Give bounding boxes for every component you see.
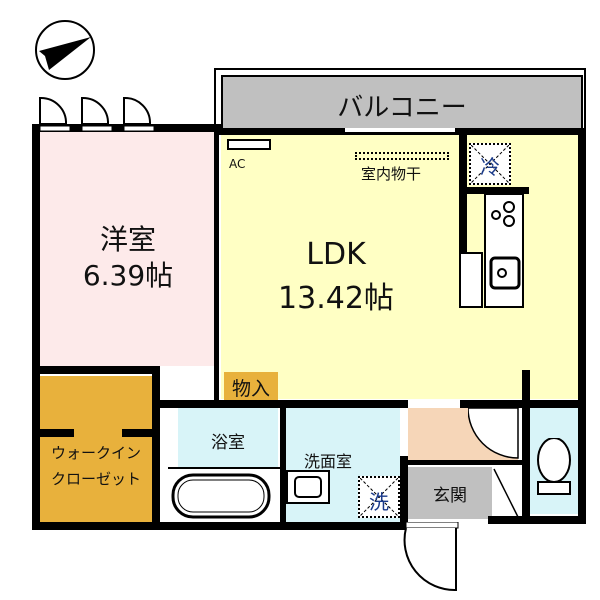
- wall-closet-mid-left: [32, 429, 74, 437]
- kitchen-cabinet: [484, 193, 524, 308]
- washroom[interactable]: 洗面室 洗: [286, 408, 400, 522]
- toilet[interactable]: [530, 408, 578, 514]
- storage[interactable]: 物入: [224, 372, 278, 400]
- entrance-door[interactable]: [403, 522, 465, 594]
- wall-western-bottom: [32, 366, 160, 374]
- ac-label: AC: [229, 157, 246, 171]
- western-room-windows: [39, 96, 155, 132]
- fridge-space: 冷: [469, 143, 511, 185]
- kitchen-partition: [459, 187, 529, 194]
- ldk-room[interactable]: LDK 13.42帖 AC 室内物干: [221, 133, 583, 399]
- wall-right: [578, 128, 586, 524]
- balcony-label: バルコニー: [337, 93, 467, 123]
- washer-label: 洗: [369, 490, 389, 514]
- bathtub-icon: [171, 473, 271, 519]
- kitchen-counter: [459, 252, 483, 308]
- ac-unit: [227, 139, 271, 150]
- indoor-drying-label: 室内物干: [361, 165, 422, 183]
- fridge-cross-icon: [471, 145, 509, 183]
- closet-label-line1: ウォークイン: [50, 444, 141, 462]
- washer-cross-icon: [360, 478, 398, 516]
- closet-label-line2: クローゼット: [50, 470, 141, 488]
- wall-wash-entry: [400, 456, 408, 526]
- shoe-cabinet-icon: [493, 468, 519, 518]
- wall-bottom: [32, 522, 408, 530]
- washer-space: 洗: [358, 476, 400, 518]
- genkan-label: 玄関: [433, 486, 467, 506]
- ldk-name: LDK: [306, 237, 366, 272]
- bathroom-label: 浴室: [211, 433, 245, 453]
- indoor-drying-rack: [355, 152, 449, 160]
- sink-icon: [489, 256, 521, 290]
- wall-western-ldk: [214, 132, 219, 400]
- wall-left: [32, 124, 40, 530]
- balcony: バルコニー: [221, 75, 583, 132]
- kitchen-side-wall: [459, 130, 467, 255]
- washbasin: [286, 470, 330, 504]
- entry-hall[interactable]: [408, 408, 519, 462]
- bathroom[interactable]: 浴室: [178, 408, 278, 468]
- wall-toilet-left: [522, 370, 530, 524]
- ldk-size: 13.42帖: [278, 281, 394, 316]
- western-room-size: 6.39帖: [82, 259, 174, 292]
- toilet-icon: [537, 438, 571, 495]
- north-arrow-icon: [35, 20, 95, 80]
- storage-label: 物入: [231, 378, 270, 400]
- bathtub-area: [168, 467, 280, 523]
- genkan[interactable]: 玄関: [408, 467, 492, 519]
- wall-closet-right: [152, 366, 160, 526]
- wall-closet-mid-right: [122, 429, 156, 437]
- door-swing-icon: [468, 408, 519, 459]
- ldk-balcony-window: [345, 128, 455, 132]
- wall-entry-genkan: [408, 460, 522, 465]
- wall-bottom-right: [488, 516, 586, 524]
- western-room[interactable]: 洋室 6.39帖: [40, 130, 216, 366]
- western-room-name: 洋室: [99, 223, 156, 256]
- walk-in-closet[interactable]: ウォークイン クローゼット: [40, 376, 152, 522]
- shoe-cabinet: [492, 467, 520, 519]
- closet-hallway-gap: [162, 372, 218, 400]
- compass: [35, 20, 97, 82]
- washbasin-bowl: [294, 476, 322, 498]
- wall-bath-wash: [280, 404, 286, 526]
- stove-icon: [491, 201, 515, 227]
- fridge-label: 冷: [480, 155, 500, 179]
- washroom-label: 洗面室: [304, 452, 353, 471]
